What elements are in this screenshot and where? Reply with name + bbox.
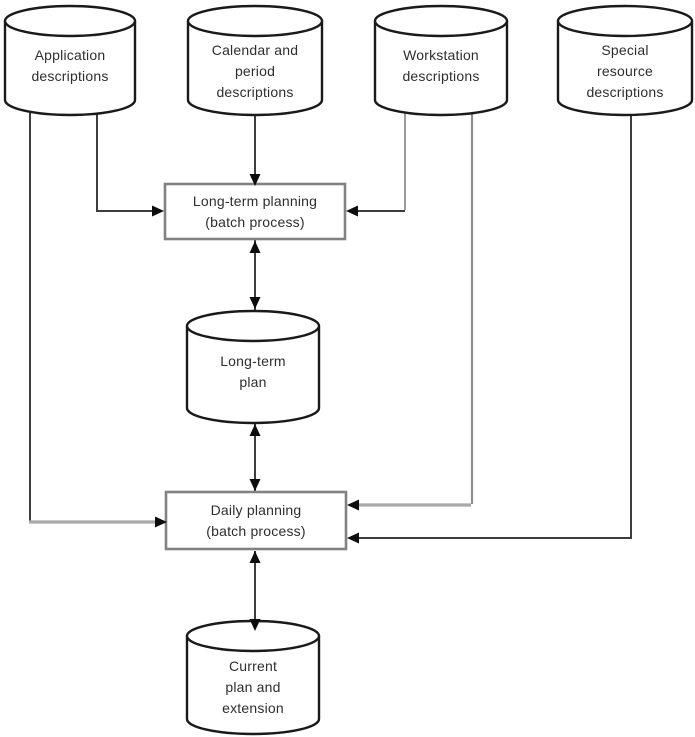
calendar-cylinder xyxy=(186,4,324,117)
arrowhead-into-ltp-right xyxy=(346,205,358,217)
daily-planning-box xyxy=(164,490,348,551)
long-term-planning-box xyxy=(163,182,347,241)
arrowhead-into-plan-bottom xyxy=(249,424,261,436)
arrowhead-into-daily-right-lower xyxy=(347,532,359,544)
arrowhead-into-ltp-top xyxy=(249,174,261,186)
connector-special-to-daily xyxy=(358,111,632,539)
arrowhead-into-ltp-bottom xyxy=(249,241,261,253)
long-term-plan-cylinder xyxy=(185,309,321,425)
arrowhead-into-plan-top xyxy=(249,297,261,309)
workstation-cylinder xyxy=(373,4,509,117)
current-plan-cylinder xyxy=(185,619,321,736)
application-cylinder xyxy=(3,4,137,117)
arrowhead-into-daily-top xyxy=(249,479,261,491)
arrowhead-into-daily-bottom xyxy=(249,551,261,563)
special-resource-cylinder xyxy=(556,4,694,117)
arrowhead-into-daily-right-upper xyxy=(347,499,359,511)
arrowhead-into-ltp-left xyxy=(152,205,164,217)
arrowhead-into-current-top xyxy=(249,619,261,631)
arrowhead-into-daily-left xyxy=(155,516,167,528)
connector-application-to-ltp xyxy=(96,111,156,212)
